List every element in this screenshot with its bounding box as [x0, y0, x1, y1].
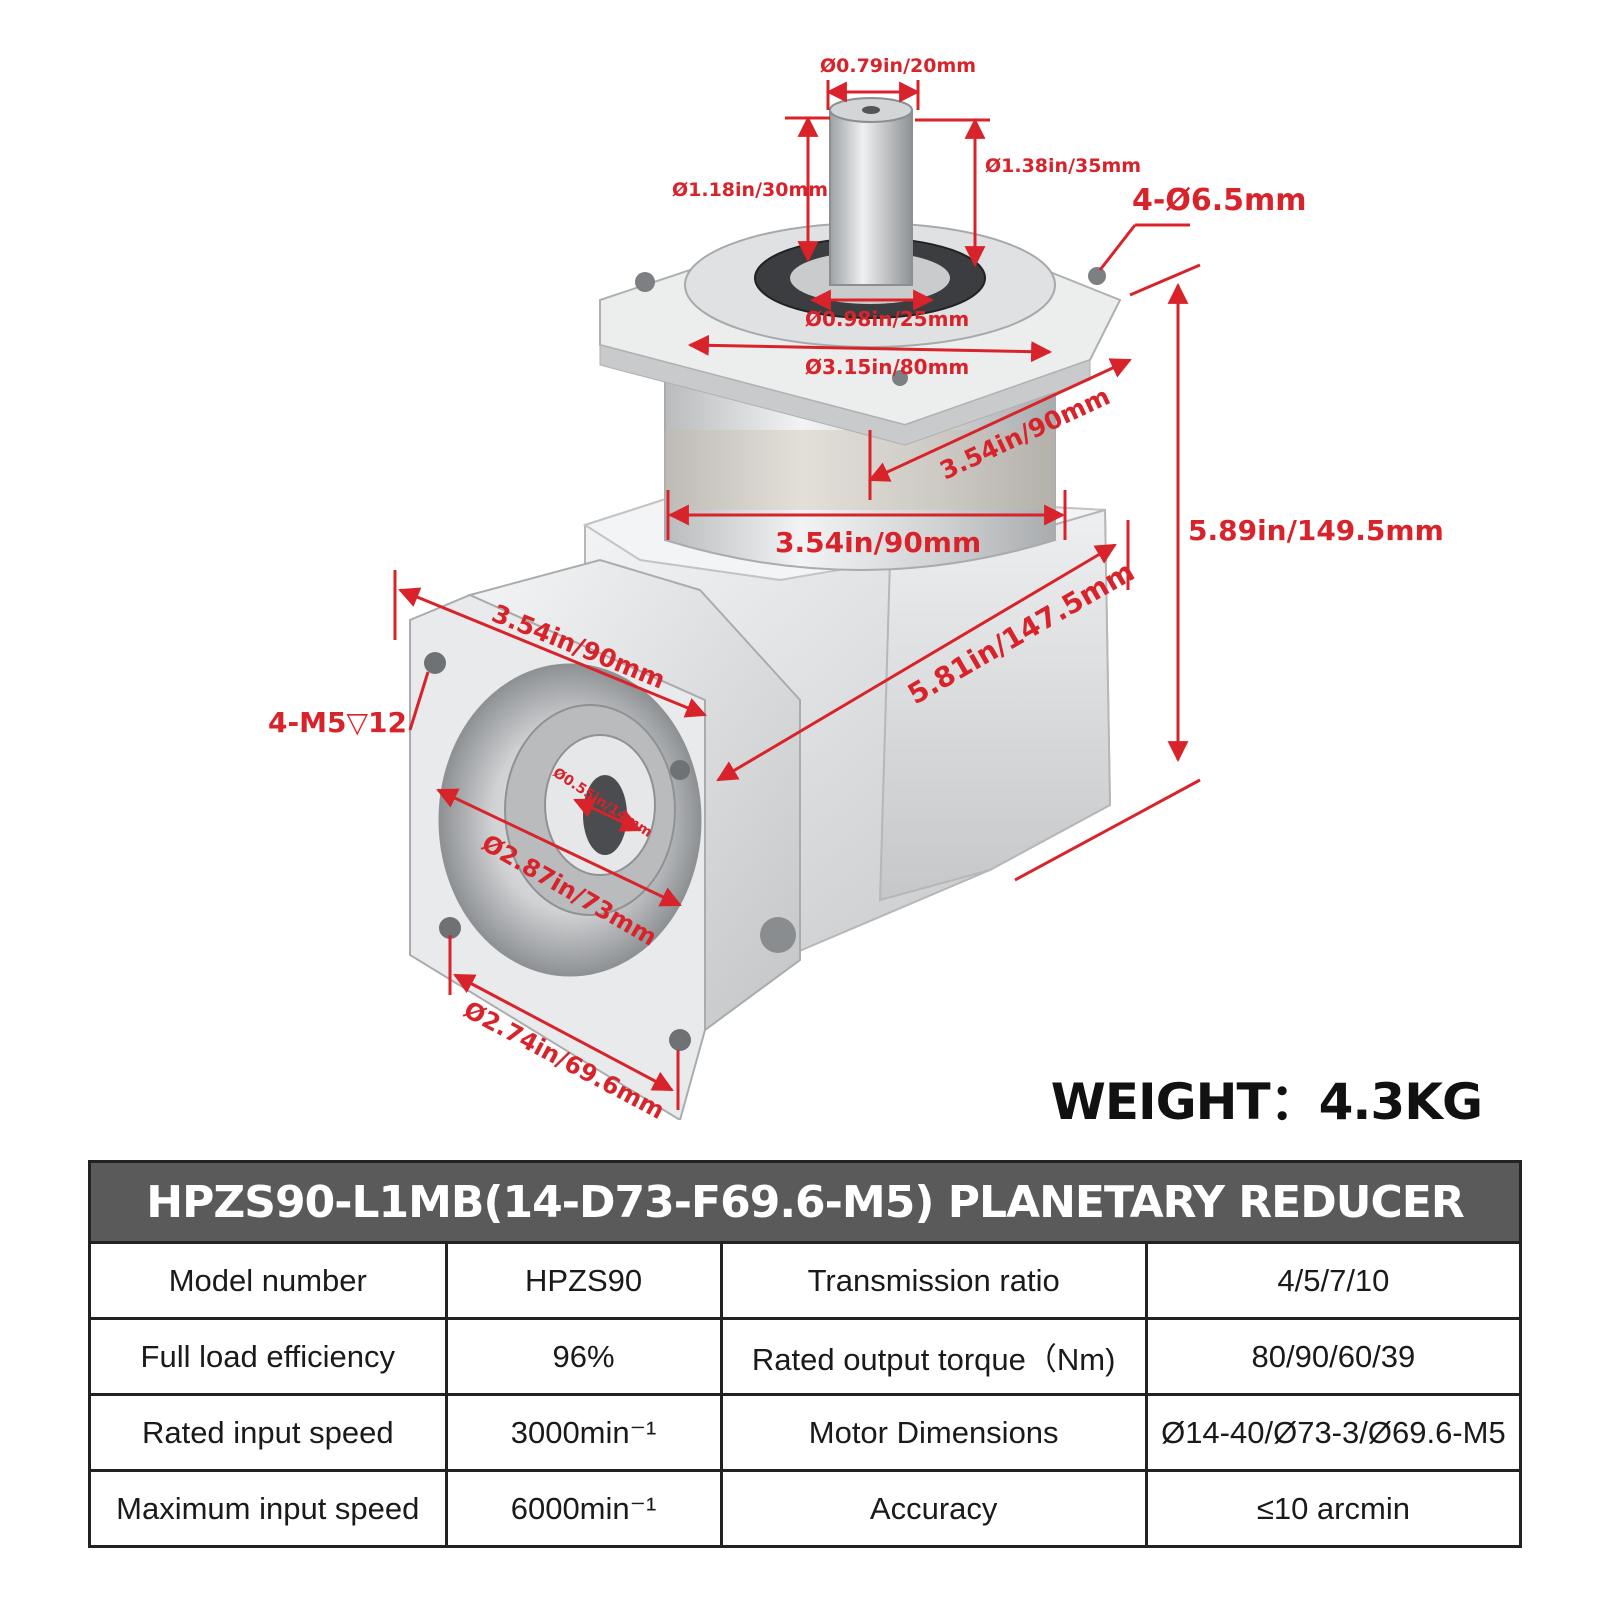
dim-shaft-diameter: Ø0.79in/20mm: [820, 55, 976, 77]
spec-label: Full load efficiency: [88, 1317, 448, 1396]
spec-value: 3000min⁻¹: [444, 1393, 723, 1472]
spec-label: Motor Dimensions: [719, 1393, 1148, 1472]
spec-value: 96%: [444, 1317, 723, 1396]
spec-value: 80/90/60/39: [1144, 1317, 1523, 1396]
spec-label: Rated output torque（Nm): [719, 1317, 1148, 1396]
spec-value: HPZS90: [444, 1241, 723, 1320]
spec-value: Ø14-40/Ø73-3/Ø69.6-M5: [1144, 1393, 1523, 1472]
input-side-hole: [760, 917, 796, 953]
input-thread-hole-4: [669, 1029, 691, 1051]
reducer-dimension-drawing: Ø0.79in/20mm Ø1.18in/30mm Ø1.38in/35mm 4…: [268, 55, 1444, 1120]
spec-table-title: HPZS90-L1MB(14-D73-F69.6-M5) PLANETARY R…: [89, 1161, 1521, 1243]
dim-boss-diameter: Ø0.98in/25mm: [805, 307, 969, 331]
input-thread-hole-2: [670, 760, 690, 780]
table-row: Maximum input speed 6000min⁻¹ Accuracy ≤…: [88, 1469, 1523, 1548]
dimension-lines: [393, 80, 1201, 1110]
spec-label: Transmission ratio: [719, 1241, 1148, 1320]
dim-input-threads: 4-M5▽12: [268, 706, 407, 739]
dim-total-height: 5.89in/149.5mm: [1188, 514, 1444, 547]
table-row: Model number HPZS90 Transmission ratio 4…: [88, 1241, 1523, 1320]
spec-label: Rated input speed: [88, 1393, 448, 1472]
output-shaft: [829, 109, 913, 286]
spec-value: ≤10 arcmin: [1144, 1469, 1523, 1548]
spec-value: 6000min⁻¹: [444, 1469, 723, 1548]
dim-housing-width: 3.54in/90mm: [775, 526, 981, 559]
dim-mounting-holes: 4-Ø6.5mm: [1132, 183, 1307, 218]
spec-label: Maximum input speed: [88, 1469, 448, 1548]
shaft-center-hole: [862, 106, 880, 114]
dim-pilot-diameter: Ø3.15in/80mm: [805, 355, 969, 379]
table-row: Full load efficiency 96% Rated output to…: [88, 1317, 1523, 1396]
flange-hole-right: [1088, 267, 1106, 285]
spec-table: HPZS90-L1MB(14-D73-F69.6-M5) PLANETARY R…: [88, 1160, 1523, 1548]
dim-shaft-length: Ø1.18in/30mm: [672, 179, 828, 201]
weight-label: WEIGHT：4.3KG: [1050, 1073, 1483, 1131]
table-row: Rated input speed 3000min⁻¹ Motor Dimens…: [88, 1393, 1523, 1472]
spec-label: Accuracy: [719, 1469, 1148, 1548]
input-thread-hole-1: [424, 652, 446, 674]
dim-boss-height: Ø1.38in/35mm: [985, 155, 1141, 177]
spec-value: 4/5/7/10: [1144, 1241, 1523, 1320]
input-thread-hole-3: [439, 917, 461, 939]
spec-table-title-row: HPZS90-L1MB(14-D73-F69.6-M5) PLANETARY R…: [89, 1161, 1521, 1243]
flange-hole-left: [635, 272, 655, 292]
spec-label: Model number: [88, 1241, 448, 1320]
